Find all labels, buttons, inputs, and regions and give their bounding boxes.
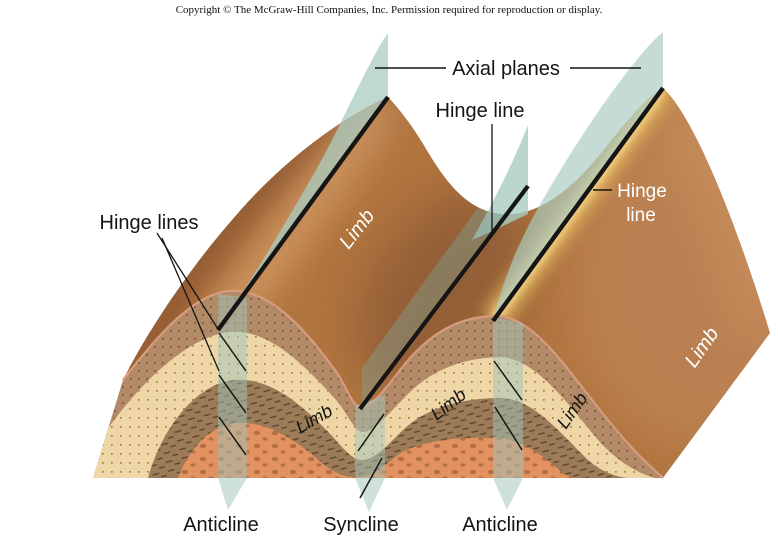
hinge-traces <box>218 332 523 499</box>
axial-plane-left-upper <box>218 33 388 330</box>
hinge-line-right-label-2: line <box>626 205 656 226</box>
axial-plane-left-front-trace <box>218 294 247 510</box>
right-shoulder-light <box>643 88 770 342</box>
surface-boundary-line <box>122 289 664 479</box>
hinge-line-syncline <box>358 184 530 411</box>
hinge-line-right-label-1: Hinge <box>617 181 667 202</box>
axial-planes-label: Axial planes <box>452 58 560 80</box>
left-slope-shadow <box>123 88 398 391</box>
axial-plane-right-front-trace <box>493 317 523 510</box>
axial-plane-middle-upper <box>472 125 528 240</box>
leader-lines <box>156 67 641 372</box>
anticline-right-label: Anticline <box>462 514 538 536</box>
anticline-left-label: Anticline <box>183 514 259 536</box>
syncline-label: Syncline <box>323 514 399 536</box>
hinge-line-left-anticline <box>216 95 390 332</box>
hinge-line-top-label: Hinge line <box>436 100 525 122</box>
axial-plane-right-upper <box>493 32 663 322</box>
hinge-line-right-anticline <box>491 86 665 323</box>
axial-plane-middle-front-trace <box>355 395 385 512</box>
hinge-lines-leader-2 <box>161 237 220 372</box>
copyright-text: Copyright © The McGraw-Hill Companies, I… <box>176 4 603 16</box>
hinge-lines-label: Hinge lines <box>100 212 199 234</box>
